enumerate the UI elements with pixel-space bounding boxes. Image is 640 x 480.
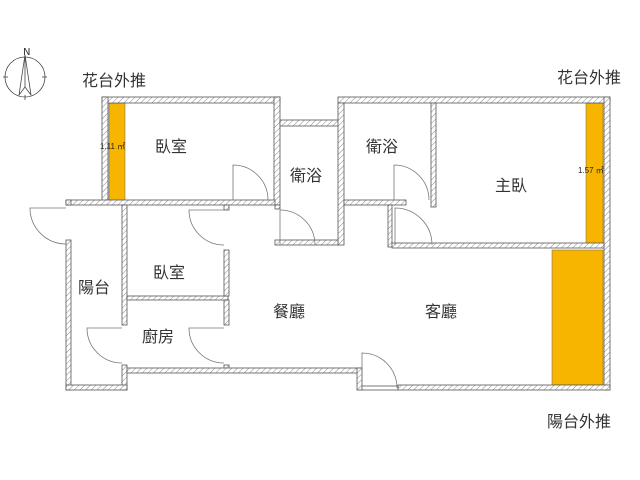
label-kitchen: 廚房 bbox=[142, 327, 175, 346]
door-balcony-out bbox=[29, 207, 67, 245]
walls bbox=[65, 96, 611, 391]
label-living: 客廳 bbox=[425, 302, 458, 321]
door-entrance bbox=[361, 352, 398, 389]
label-bath2: 衛浴 bbox=[366, 137, 399, 156]
label-balcony: 陽台 bbox=[78, 278, 111, 297]
doors bbox=[29, 164, 433, 389]
extension-left bbox=[108, 102, 126, 203]
label-planter-left: 花台外推 bbox=[82, 71, 147, 90]
door-balcony-kitchen bbox=[86, 327, 123, 364]
label-bedroom1: 臥室 bbox=[155, 137, 188, 156]
label-dining: 餐廳 bbox=[273, 302, 306, 321]
door-bath1 bbox=[279, 209, 316, 246]
label-master: 主臥 bbox=[495, 176, 528, 195]
door-bath2 bbox=[393, 164, 430, 201]
area-left-strip: 1.11 ㎡ bbox=[100, 142, 126, 151]
door-bedroom1 bbox=[232, 164, 269, 201]
compass-north-label: N bbox=[23, 47, 31, 58]
label-bath1: 衛浴 bbox=[290, 166, 323, 185]
door-kitchen bbox=[188, 327, 225, 364]
area-right-strip: 1.57 ㎡ bbox=[578, 166, 604, 175]
extension-areas bbox=[108, 102, 604, 386]
label-bedroom2: 臥室 bbox=[153, 263, 186, 282]
door-master bbox=[394, 207, 433, 246]
compass-icon bbox=[3, 54, 47, 100]
extension-living bbox=[551, 249, 604, 386]
label-planter-right: 花台外推 bbox=[557, 68, 622, 87]
label-balcony-out: 陽台外推 bbox=[547, 412, 612, 431]
door-bedroom2 bbox=[188, 209, 225, 246]
